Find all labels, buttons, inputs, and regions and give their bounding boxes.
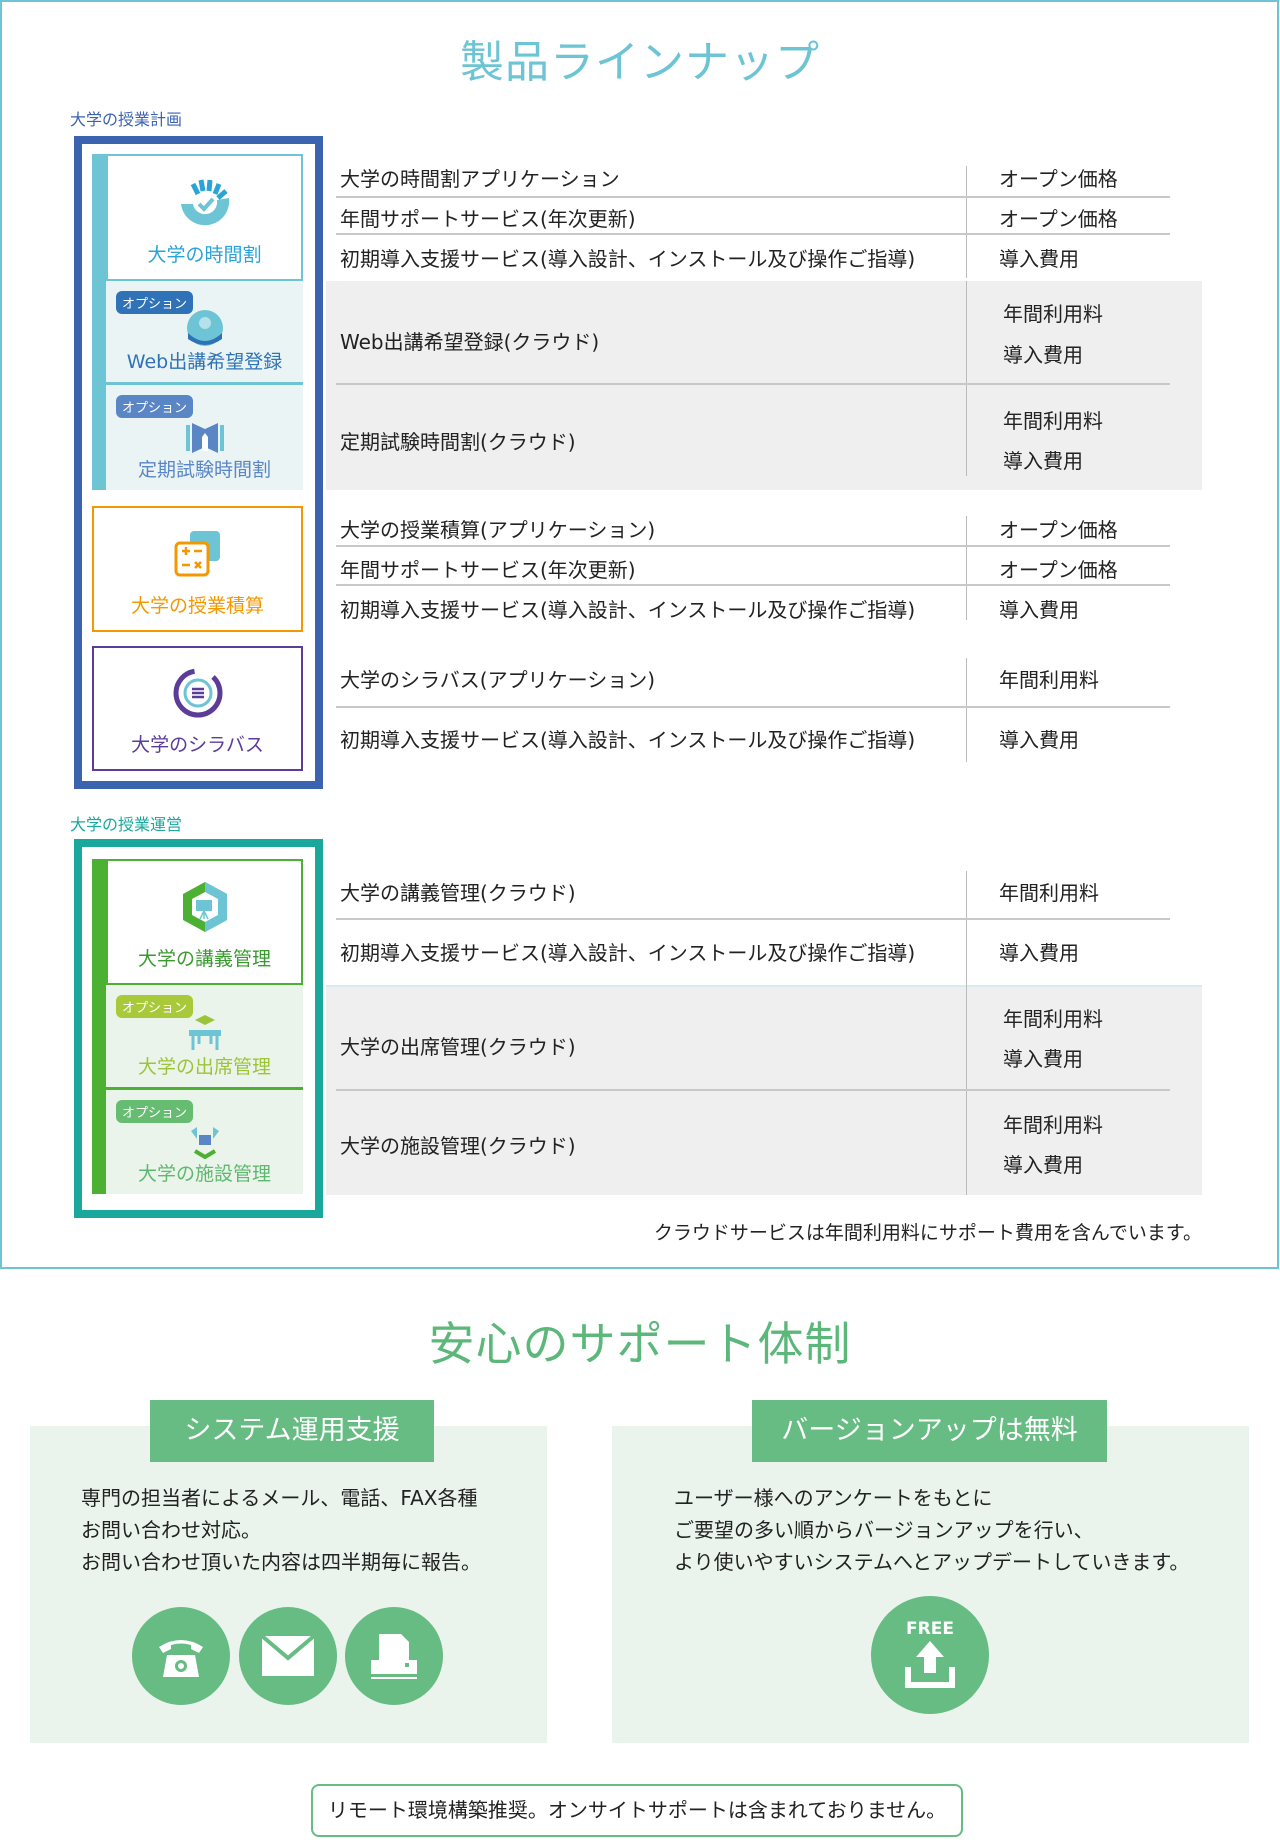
product-price: オープン価格 <box>999 518 1118 542</box>
card-label: Web出講希望登録 <box>126 351 283 373</box>
card-facility-option[interactable]: オプション 大学の施設管理 <box>106 1090 303 1194</box>
product-name: 初期導入支援サービス(導入設計、インストール及び操作ご指導) <box>340 598 916 622</box>
row-divider <box>336 706 1170 708</box>
divider <box>966 166 967 278</box>
product-name: 大学の出席管理(クラウド) <box>340 1035 576 1059</box>
divider <box>966 516 967 620</box>
product-price: 導入費用 <box>999 247 1079 271</box>
version-up-heading: バージョンアップは無料 <box>752 1400 1107 1462</box>
option-badge: オプション <box>116 291 194 314</box>
divider <box>966 658 967 762</box>
web-registration-icon <box>186 310 223 346</box>
product-price: 導入費用 <box>1003 1153 1083 1177</box>
option-rows-bg <box>326 281 1202 490</box>
option-badge: オプション <box>116 995 194 1018</box>
text-line: お問い合わせ頂いた内容は四半期毎に報告。 <box>81 1550 481 1574</box>
product-price: オープン価格 <box>999 167 1118 191</box>
product-name: 大学の授業積算(アプリケーション) <box>340 518 656 542</box>
text-line: より使いやすいシステムへとアップデートしていきます。 <box>674 1550 1190 1574</box>
exam-timetable-icon <box>185 423 224 453</box>
row-divider <box>336 584 1170 586</box>
lecture-icon <box>182 882 227 932</box>
product-price: 年間利用料 <box>1003 302 1103 326</box>
product-price: 年間利用料 <box>1003 409 1103 433</box>
product-name: 大学の時間割アプリケーション <box>340 167 620 191</box>
card-label: 大学の講義管理 <box>137 948 271 970</box>
product-name: 大学のシラバス(アプリケーション) <box>340 668 656 692</box>
product-name: 年間サポートサービス(年次更新) <box>340 558 636 582</box>
divider <box>966 281 967 476</box>
product-price: 導入費用 <box>999 941 1079 965</box>
row-divider <box>336 1089 1170 1091</box>
product-price: 年間利用料 <box>1003 1007 1103 1031</box>
card-lecture[interactable]: 大学の講義管理 <box>106 859 303 985</box>
card-timetable[interactable]: 大学の時間割 <box>106 154 303 281</box>
card-label: 定期試験時間割 <box>137 459 271 481</box>
version-up-text: ユーザー様へのアンケートをもとに ご要望の多い順からバージョンアップを行い、 よ… <box>674 1482 1189 1578</box>
group-label-operations: 大学の授業運営 <box>70 815 183 834</box>
product-price: 導入費用 <box>1003 343 1083 367</box>
free-upgrade-badge: FREE <box>871 1596 989 1714</box>
upload-icon <box>905 1641 955 1688</box>
product-lineup-title: 製品ラインナップ <box>460 37 820 88</box>
onsite-support-note: リモート環境構築推奨。オンサイトサポートは含まれておりません。 <box>311 1784 963 1837</box>
product-name: 大学の施設管理(クラウド) <box>340 1134 576 1158</box>
product-price: オープン価格 <box>999 207 1118 231</box>
product-name: 年間サポートサービス(年次更新) <box>340 207 636 231</box>
text-line: お問い合わせ対応。 <box>81 1518 261 1542</box>
system-support-text: 専門の担当者によるメール、電話、FAX各種 お問い合わせ対応。 お問い合わせ頂い… <box>81 1482 481 1578</box>
product-price: 導入費用 <box>1003 1047 1083 1071</box>
product-price: 導入費用 <box>999 728 1079 752</box>
option-badge: オプション <box>116 395 194 418</box>
product-name: 大学の講義管理(クラウド) <box>340 881 576 905</box>
product-name: Web出講希望登録(クラウド) <box>340 330 600 354</box>
card-label: 大学の時間割 <box>147 244 262 266</box>
product-price: 導入費用 <box>1003 449 1083 473</box>
free-label: FREE <box>906 1619 954 1639</box>
product-name: 初期導入支援サービス(導入設計、インストール及び操作ご指導) <box>340 247 916 271</box>
cloud-support-note: クラウドサービスは年間利用料にサポート費用を含んでいます。 <box>653 1222 1202 1244</box>
divider <box>966 871 967 985</box>
fax-icon <box>345 1607 443 1705</box>
product-lineup-frame <box>0 0 1279 1269</box>
text-line: ユーザー様へのアンケートをもとに <box>674 1486 993 1510</box>
row-divider <box>336 918 1170 920</box>
product-name: 初期導入支援サービス(導入設計、インストール及び操作ご指導) <box>340 941 916 965</box>
calculator-icon <box>174 531 220 577</box>
product-name: 初期導入支援サービス(導入設計、インストール及び操作ご指導) <box>340 728 916 752</box>
attendance-icon <box>188 1015 221 1050</box>
card-syllabus[interactable]: 大学のシラバス <box>92 646 303 771</box>
card-web-option[interactable]: オプション Web出講希望登録 <box>106 281 303 385</box>
product-price: オープン価格 <box>999 558 1118 582</box>
syllabus-icon <box>173 668 222 718</box>
card-label: 大学の出席管理 <box>137 1056 271 1078</box>
text-line: 専門の担当者によるメール、電話、FAX各種 <box>81 1486 478 1510</box>
card-label: 大学の施設管理 <box>137 1163 271 1185</box>
group-label-planning: 大学の授業計画 <box>70 110 183 129</box>
card-label: 大学の授業積算 <box>130 595 264 617</box>
product-price: 年間利用料 <box>1003 1113 1103 1137</box>
timetable-bar <box>92 154 106 490</box>
product-name: 定期試験時間割(クラウド) <box>340 430 576 454</box>
product-price: 年間利用料 <box>999 668 1099 692</box>
timetable-icon <box>180 179 229 226</box>
facility-icon <box>190 1127 219 1159</box>
card-exam-option[interactable]: オプション 定期試験時間割 <box>106 385 303 490</box>
row-divider <box>336 383 1170 385</box>
lecture-bar <box>92 859 106 1194</box>
product-price: 年間利用料 <box>999 881 1099 905</box>
card-estimate[interactable]: 大学の授業積算 <box>92 506 303 632</box>
text-line: ご要望の多い順からバージョンアップを行い、 <box>674 1518 1094 1542</box>
option-badge: オプション <box>116 1100 194 1123</box>
card-attendance-option[interactable]: オプション 大学の出席管理 <box>106 985 303 1090</box>
row-divider <box>336 196 1170 198</box>
row-divider <box>336 233 1170 235</box>
row-divider <box>336 545 1170 547</box>
phone-icon <box>132 1607 230 1705</box>
support-title: 安心のサポート体制 <box>428 1317 852 1371</box>
card-label: 大学のシラバス <box>131 734 264 756</box>
product-price: 導入費用 <box>999 598 1079 622</box>
mail-icon <box>239 1607 337 1705</box>
system-support-heading: システム運用支援 <box>150 1400 434 1462</box>
